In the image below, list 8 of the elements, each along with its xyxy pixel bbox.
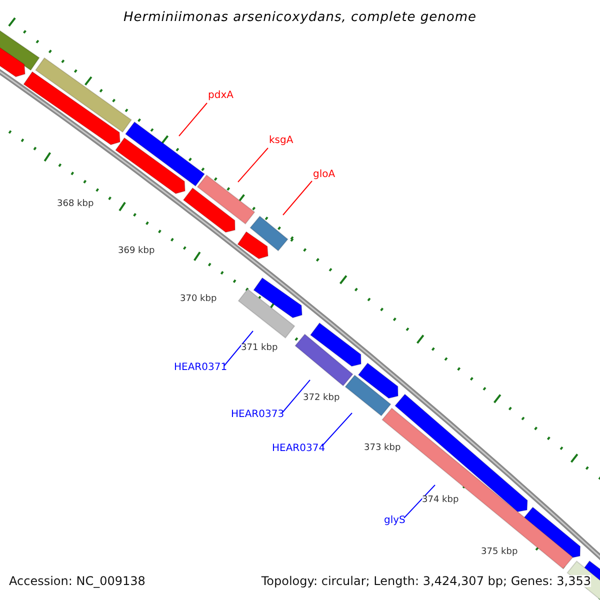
tick-label: 371 kbp bbox=[241, 344, 278, 353]
tick-label: 369 kbp bbox=[118, 247, 155, 256]
tick-label: 372 kbp bbox=[303, 394, 340, 403]
tick-label: 375 kbp bbox=[481, 548, 518, 557]
accession-text: Accession: NC_009138 bbox=[9, 575, 146, 587]
tick-label: 374 kbp bbox=[422, 496, 459, 505]
title: Herminiimonas arsenicoxydans, complete genome bbox=[122, 11, 478, 24]
tick-label: 373 kbp bbox=[364, 444, 401, 453]
